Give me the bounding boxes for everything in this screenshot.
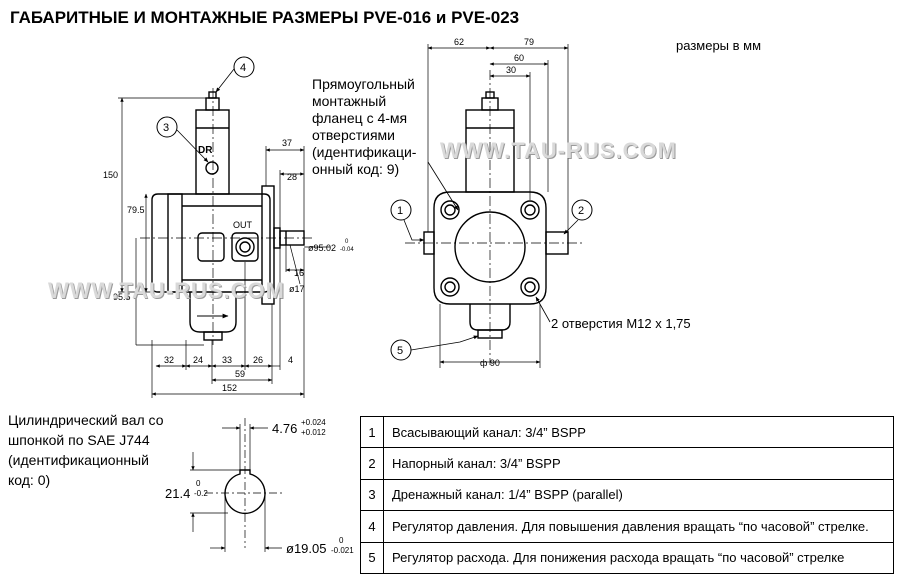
callout-1: 1 — [390, 199, 425, 242]
dim-26: 26 — [253, 355, 263, 365]
key-width-tol-dn: +0.012 — [301, 428, 326, 437]
key-height-tol-dn: -0.2 — [194, 489, 208, 498]
svg-text:3: 3 — [163, 122, 169, 134]
legend-num: 1 — [360, 415, 384, 449]
dim-95-02-tol-up: 0 — [345, 239, 349, 245]
dim-4: 4 — [288, 355, 293, 365]
callout-3: 3 — [156, 116, 209, 163]
dim-17: ø17 — [289, 284, 305, 294]
flange-leader — [427, 161, 459, 211]
shaft-diameter-tol-dn: -0.021 — [331, 546, 354, 555]
page-title: ГАБАРИТНЫЕ И МОНТАЖНЫЕ РАЗМЕРЫ PVE-016 и… — [10, 8, 520, 27]
holes-callout: 2 отверстия M12 x 1,75 — [535, 296, 691, 331]
key-width-value: 4.76 — [272, 421, 297, 436]
legend-row: 3 Дренажный канал: 1/4” BSPP (parallel) — [360, 478, 894, 512]
side-view — [140, 88, 312, 345]
dim-16: 16 — [294, 268, 304, 278]
dim-32: 32 — [164, 355, 174, 365]
callout-5: 5 — [390, 335, 479, 361]
legend-row: 4 Регулятор давления. Для повышения давл… — [360, 510, 894, 543]
svg-text:2: 2 — [578, 205, 584, 217]
dim-152: 152 — [222, 383, 237, 393]
legend-num: 3 — [360, 478, 384, 512]
key-height-tol-up: 0 — [196, 479, 201, 488]
callout-2: 2 — [563, 199, 593, 235]
dim-60: 60 — [514, 53, 524, 63]
dim-95-5: 95.5 — [113, 292, 131, 302]
legend-text: Регулятор давления. Для повышения давлен… — [383, 510, 894, 543]
shaft-diameter-value: ø19.05 — [286, 541, 326, 556]
dim-28: 28 — [287, 172, 297, 182]
svg-text:4: 4 — [240, 62, 246, 74]
shaft-section — [190, 418, 285, 552]
svg-text:5: 5 — [397, 345, 403, 357]
legend-row: 2 Напорный канал: 3/4” BSPP — [360, 447, 894, 480]
dim-95-02: ø95.02 — [308, 243, 336, 253]
dim-62: 62 — [454, 37, 464, 47]
shaft-diameter-tol-up: 0 — [339, 536, 344, 545]
shaft-note: Цилиндрический вал со шпонкой по SAE J74… — [8, 412, 164, 488]
dim-30: 30 — [506, 65, 516, 75]
legend-text: Всасывающий канал: 3/4” BSPP — [383, 415, 894, 449]
side-view-dimension-lines — [118, 97, 330, 398]
legend-row: 5 Регулятор расхода. Для понижения расхо… — [360, 541, 894, 575]
dim-33: 33 — [222, 355, 232, 365]
key-width-tol-up: +0.024 — [301, 418, 326, 427]
dim-79-5: 79.5 — [127, 205, 145, 215]
flange-note: Прямоугольный монтажный фланец с 4-мя от… — [312, 76, 417, 177]
dr-label: DR — [198, 145, 213, 156]
legend-text: Напорный канал: 3/4” BSPP — [383, 447, 894, 480]
front-view-dimension-lines — [427, 44, 569, 368]
legend-num: 5 — [360, 541, 384, 575]
legend-num: 4 — [360, 510, 384, 543]
out-label: OUT — [233, 220, 253, 230]
dim-24: 24 — [193, 355, 203, 365]
units-note: размеры в мм — [676, 38, 762, 53]
legend-row: 1 Всасывающий канал: 3/4” BSPP — [360, 415, 894, 449]
legend-text: Дренажный канал: 1/4” BSPP (parallel) — [383, 478, 894, 512]
key-height-value: 21.4 — [165, 486, 190, 501]
callout-4: 4 — [215, 56, 255, 93]
dim-95-02-tol-dn: -0.04 — [340, 247, 354, 253]
legend-text: Регулятор расхода. Для понижения расхода… — [383, 541, 894, 575]
legend-num: 2 — [360, 447, 384, 480]
dim-59: 59 — [235, 369, 245, 379]
port-legend-table: 1 Всасывающий канал: 3/4” BSPP 2 Напорны… — [360, 415, 894, 575]
dim-79: 79 — [524, 37, 534, 47]
watermark: WWW.TAU-RUS.COM — [440, 138, 677, 163]
svg-text:1: 1 — [397, 205, 403, 217]
dim-150: 150 — [103, 170, 118, 180]
dim-37: 37 — [282, 138, 292, 148]
dim-90: ф 90 — [480, 358, 500, 368]
watermark: WWW.TAU-RUS.COM — [48, 278, 285, 303]
holes-note: 2 отверстия M12 x 1,75 — [551, 316, 691, 331]
